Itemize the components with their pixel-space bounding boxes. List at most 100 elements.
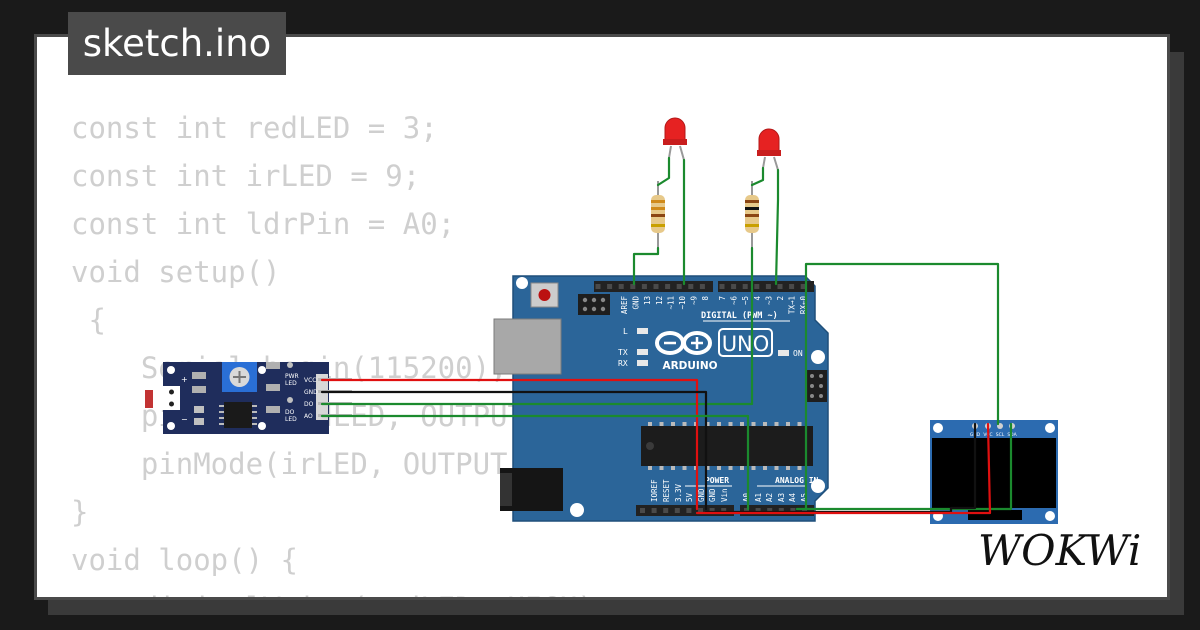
pin-hole[interactable] (778, 508, 784, 513)
pin-hole[interactable] (686, 508, 692, 513)
wire-oled-vcc (695, 422, 992, 515)
pin-hole[interactable] (595, 284, 601, 289)
pin-hole[interactable] (721, 508, 727, 513)
pin-hole[interactable] (742, 284, 748, 289)
chip-pin (717, 466, 721, 470)
mount-hole (167, 366, 175, 374)
ldr-socket (163, 386, 180, 410)
pin-hole[interactable] (640, 508, 645, 513)
chip-pin (682, 466, 687, 470)
bottom-pin-label: A5 (800, 493, 809, 502)
top-pin-label: 13 (643, 296, 652, 305)
pin-hole[interactable] (699, 284, 705, 289)
wire-led1-resistor (656, 156, 671, 187)
file-name-tab[interactable]: sketch.ino (68, 12, 286, 75)
pin-hole[interactable] (800, 284, 806, 289)
bottom-pin-label: RESET (662, 479, 671, 502)
pin-hole[interactable] (767, 508, 773, 513)
pin-hole[interactable] (618, 284, 624, 289)
pwr-led (287, 362, 293, 368)
oled-pin-label: SDA (1007, 432, 1017, 438)
mount-hole (570, 503, 584, 517)
icsp-pins (582, 297, 606, 312)
red-led-1[interactable] (663, 117, 687, 161)
pin-hole[interactable] (802, 508, 807, 513)
pin-hole[interactable] (698, 508, 703, 513)
chip-pin (671, 422, 675, 426)
top-pin-label: 7 (718, 296, 727, 301)
pin-hole[interactable] (765, 284, 771, 289)
pin-hole[interactable] (665, 284, 671, 289)
pin-hole[interactable] (651, 508, 657, 513)
pin-hole[interactable] (790, 508, 796, 513)
mount-hole (933, 423, 943, 433)
red-led-2[interactable] (757, 128, 781, 171)
pin-hole[interactable] (674, 508, 680, 513)
pin-hole[interactable] (754, 284, 760, 289)
atmega-chip (641, 426, 813, 466)
chip-pin (786, 466, 790, 470)
top-pin-label: AREF (620, 296, 629, 315)
pin-hole[interactable] (653, 284, 659, 289)
smd-resistor (266, 362, 280, 369)
smd-part (194, 418, 204, 425)
pin-hole[interactable] (641, 284, 647, 289)
chip-pin (728, 466, 733, 470)
chip-pin (774, 422, 779, 426)
pin-hole[interactable] (663, 508, 669, 513)
chip-notch (646, 442, 654, 450)
sensor-pin-label: AO (304, 413, 313, 420)
chip-pin (740, 466, 744, 470)
mount-hole (258, 366, 266, 374)
wire-led2-resistor (750, 166, 765, 187)
bottom-pin-label: GND (697, 488, 706, 502)
chip-pins (648, 422, 802, 470)
chip-pin (751, 422, 756, 426)
chip-pin (648, 466, 652, 470)
chip-pin (648, 422, 652, 426)
pin-hole[interactable] (755, 508, 761, 513)
top-pin-holes (595, 284, 806, 289)
wire-sda (804, 262, 1000, 511)
led-l (637, 328, 648, 334)
code-line: const int redLED = 3; (71, 111, 438, 145)
pin-hole[interactable] (607, 284, 613, 289)
resistor-2[interactable] (745, 181, 759, 248)
wire-scl (795, 422, 1013, 511)
pin-hole[interactable] (630, 284, 636, 289)
led-tx-label: TX (618, 348, 628, 357)
pin-hole[interactable] (731, 284, 737, 289)
oled-screen (932, 438, 1056, 508)
pin-hole[interactable] (676, 284, 682, 289)
pin-hole[interactable] (719, 284, 725, 289)
smd-resistor (192, 386, 206, 393)
wire-vcc (320, 378, 699, 511)
pwr-led-label: LED (285, 380, 297, 387)
bottom-pin-label: A2 (765, 493, 774, 502)
reset-button-cap[interactable] (538, 289, 551, 301)
wire-led2-gnd (774, 168, 780, 286)
resistor-1[interactable] (651, 181, 665, 248)
mount-hole (811, 350, 825, 364)
pin-hole[interactable] (709, 508, 715, 513)
chip-pin (705, 422, 710, 426)
uno-model-text: UNO (722, 332, 770, 356)
led-on-label: ON (793, 349, 803, 358)
pin-hole[interactable] (777, 284, 783, 289)
bottom-pin-label: Vin (720, 488, 729, 502)
pin-hole[interactable] (744, 508, 749, 513)
bottom-pin-holes (640, 508, 807, 513)
pin-hole[interactable] (688, 284, 694, 289)
top-pin-label: ~6 (730, 296, 739, 306)
top-pin-label: ~3 (764, 296, 773, 305)
pin-hole[interactable] (789, 284, 795, 289)
top-pin-label: 2 (776, 296, 785, 301)
power-header-label: POWER (705, 476, 729, 485)
smd-resistor (266, 384, 280, 391)
code-line: const int ldrPin = A0; (71, 207, 456, 241)
plus-label: + (181, 375, 188, 384)
